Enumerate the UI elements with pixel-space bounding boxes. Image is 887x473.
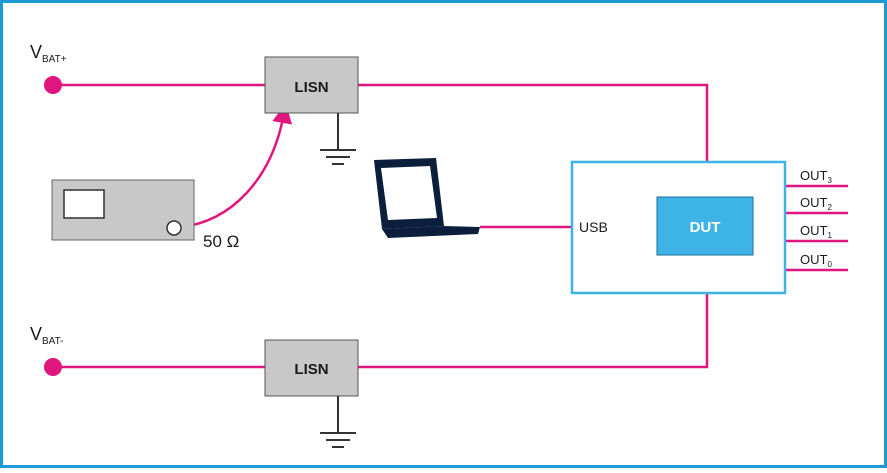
generator-impedance-label: 50 Ω [203,232,239,251]
lisn-top-box [264,56,359,114]
lisn-bottom-label: LISN [294,361,328,378]
dut-label: DUT [690,219,721,236]
out0-label: OUT0 [800,252,832,269]
lisn-top: LISN [264,56,359,114]
lisn-bottom: LISN [264,339,359,397]
generator-screen [63,189,105,219]
dut-box [656,196,754,256]
top-lisn-to-dut-wire [358,83,709,162]
vbat-minus-label: VBAT- [30,324,64,347]
laptop-keyboard [382,226,480,238]
out1-label: OUT1 [800,223,832,240]
lisn-bottom-ground-icon [320,396,356,448]
out3-label: OUT3 [800,168,832,185]
vbat-plus-label: VBAT+ [30,42,67,65]
lisn-top-label: LISN [294,79,328,96]
signal-generator [51,179,195,241]
lisn-bottom-box [264,339,359,397]
lisn-top-ground-icon [320,113,356,165]
generator-injection-wire [180,103,293,229]
vbat-minus-terminal [44,358,62,376]
dut-board: USB DUT [570,160,787,295]
wires [53,83,848,369]
usb-label: USB [579,219,608,235]
vbat-plus-terminal [44,76,62,94]
generator-output-port [166,220,182,236]
laptop-icon [374,158,480,238]
bottom-lisn-to-dut-wire [358,293,709,369]
out2-label: OUT2 [800,195,832,212]
laptop-screen [381,166,437,220]
